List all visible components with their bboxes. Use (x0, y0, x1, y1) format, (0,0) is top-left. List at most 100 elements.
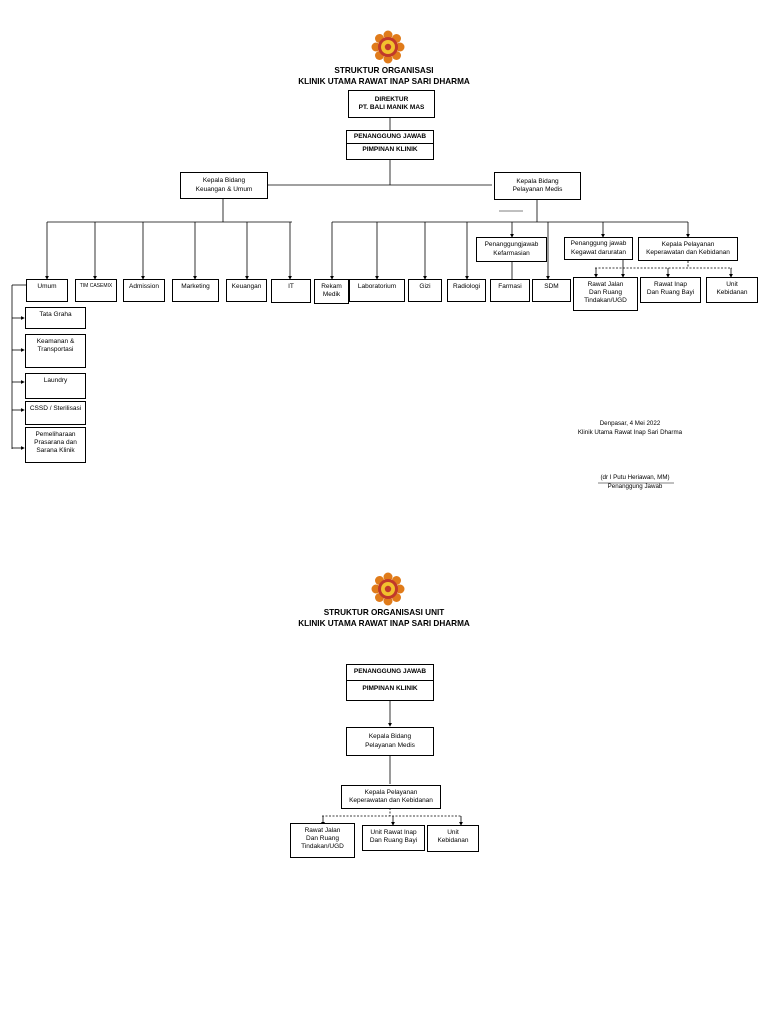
unit2-kebidanan-line1: Unit (447, 829, 459, 836)
unit-radiologi: Radiologi (447, 279, 486, 302)
clinic-logo (371, 30, 405, 64)
unit2-kebidanan: Unit Kebidanan (427, 825, 479, 852)
title-line-2: KLINIK UTAMA RAWAT INAP SARI DHARMA (298, 76, 470, 86)
rawat-jalan-line1: Rawat Jalan (587, 281, 624, 288)
unit2-rawat-inap-line1: Unit Rawat Inap (370, 829, 417, 836)
unit-kabid-line2: Pelayanan Medis (365, 741, 415, 749)
tata-graha-label: Tata Graha (39, 311, 72, 318)
pj-kegawat-line1: Penanggung jawab (570, 240, 627, 248)
unit-admission-label: Admission (129, 283, 159, 290)
unit-it-label: IT (288, 283, 294, 290)
kabid-pelayanan-line1: Kepala Bidang (516, 177, 559, 185)
unit-gizi: Gizi (408, 279, 442, 302)
keamanan-line2: Transportasi (37, 346, 74, 354)
unit-umum: Umum (26, 279, 68, 302)
kabid-keuangan-line1: Kepala Bidang (202, 177, 246, 185)
unit-kebidanan: Unit Kebidanan (706, 277, 758, 303)
pemeliharaan-line3: Sarana Klinik (36, 447, 75, 455)
keamanan-line1: Keamanan & (36, 338, 75, 345)
laundry-label: Laundry (43, 377, 68, 384)
clinic-logo-unit (371, 572, 405, 606)
unit-tim-casemix-label: TIM CASEMIX (79, 283, 113, 289)
unit-laboratorium: Laboratorium (349, 279, 405, 302)
unit-rawat-inap: Rawat Inap Dan Ruang Bayi (640, 277, 701, 303)
sub-laundry: Laundry (25, 373, 86, 399)
unit-keuangan-label: Keuangan (231, 283, 262, 290)
rawat-inap-line2: Dan Ruang Bayi (646, 289, 695, 297)
unit-laboratorium-label: Laboratorium (357, 283, 397, 290)
unit-sdm: SDM (532, 279, 571, 302)
unit2-rawat-jalan-line1: Rawat Jalan (304, 827, 341, 834)
unit2-rawat-jalan-line3: Tindakan/UGD (301, 843, 344, 851)
pj-kegawat-line2: Kegawat daruratan (571, 248, 626, 256)
kabid-keuangan-box: Kepala Bidang Keuangan & Umum (180, 172, 268, 199)
unit-keuangan: Keuangan (226, 279, 267, 302)
signature-block: Denpasar, 4 Mei 2022 Klinik Utama Rawat … (560, 420, 700, 438)
unit-sdm-label: SDM (544, 283, 559, 290)
unit-tim-casemix: TIM CASEMIX (75, 279, 117, 302)
kepala-pelayanan-line2: Keperawatan dan Kebidanan (646, 249, 730, 256)
unit-kabid-box: Kepala Bidang Pelayanan Medis (346, 727, 434, 756)
kepala-pelayanan-box: Kepala Pelayanan Keperawatan dan Kebidan… (638, 237, 738, 261)
kepala-pelayanan-line1: Kepala Pelayanan (661, 240, 715, 248)
direktur-box: DIREKTUR PT. BALI MANIK MAS (348, 90, 435, 118)
signature-date: Denpasar, 4 Mei 2022 (599, 420, 661, 427)
unit-page-title: STRUKTUR ORGANISASI UNIT KLINIK UTAMA RA… (0, 608, 768, 629)
rawat-jalan-line2: Dan Ruang (589, 289, 622, 297)
unit-title-line-1: STRUKTUR ORGANISASI UNIT (323, 608, 445, 617)
unit-kebidanan-line2: Kebidanan (716, 289, 748, 297)
signature-org: Klinik Utama Rawat Inap Sari Dharma (577, 428, 683, 436)
direktur-label: DIREKTUR (374, 95, 409, 103)
sub-keamanan: Keamanan & Transportasi (25, 334, 86, 368)
kabid-pelayanan-line2: Pelayanan Medis (512, 186, 563, 193)
pemeliharaan-line1: Pemeliharaan (35, 431, 76, 438)
pj-kefarmasian-line1: Penanggungjawab (484, 241, 539, 249)
unit2-kebidanan-line2: Kebidanan (437, 837, 469, 845)
rawat-jalan-line3: Tindakan/UGD (584, 297, 627, 305)
sub-pemeliharaan: Pemeliharaan Prasarana dan Sarana Klinik (25, 427, 86, 463)
unit-penanggung-jawab-box: PENANGGUNG JAWAB PIMPINAN KLINIK (346, 664, 434, 701)
unit-farmasi: Farmasi (490, 279, 530, 302)
sub-cssd: CSSD / Sterilisasi (25, 401, 86, 425)
unit-kepala-pelayanan-line1: Kepala Pelayanan (364, 788, 418, 796)
unit-kepala-pelayanan-box: Kepala Pelayanan Keperawatan dan Kebidan… (341, 785, 441, 809)
unit2-rawat-jalan: Rawat Jalan Dan Ruang Tindakan/UGD (290, 823, 355, 858)
signature-role: Penanggung Jawab (607, 482, 663, 490)
unit-it: IT (271, 279, 311, 303)
rekam-medik-line2: Medik (322, 291, 341, 299)
signature-name-block: (dr I Putu Heriawan, MM) Penanggung Jawa… (580, 474, 690, 492)
unit-rekam-medik: Rekam Medik (314, 279, 349, 304)
pj-kefarmasian-box: Penanggungjawab Kefarmasian (476, 237, 547, 262)
unit-kepala-pelayanan-line2: Keperawatan dan Kebidanan (349, 797, 433, 804)
pj-sub: PIMPINAN KLINIK (362, 146, 418, 154)
unit-gizi-label: Gizi (419, 283, 431, 290)
unit-admission: Admission (123, 279, 165, 302)
page-title: STRUKTUR ORGANISASI KLINIK UTAMA RAWAT I… (0, 66, 768, 87)
unit2-rawat-inap: Unit Rawat Inap Dan Ruang Bayi (362, 825, 425, 851)
direktur-company: PT. BALI MANIK MAS (358, 104, 425, 111)
pemeliharaan-line2: Prasarana dan (34, 439, 77, 447)
rekam-medik-line1: Rekam (321, 283, 342, 290)
unit-title-line-2: KLINIK UTAMA RAWAT INAP SARI DHARMA (298, 618, 470, 628)
unit-umum-label: Umum (37, 283, 57, 290)
unit-kebidanan-line1: Unit (726, 281, 738, 288)
kabid-keuangan-line2: Keuangan & Umum (195, 185, 253, 193)
penanggung-jawab-box: PENANGGUNG JAWAB PIMPINAN KLINIK (346, 130, 434, 160)
pj-label: PENANGGUNG JAWAB (347, 131, 433, 145)
unit-marketing: Marketing (172, 279, 219, 302)
unit-kabid-line1: Kepala Bidang (368, 733, 412, 741)
unit-rawat-jalan: Rawat Jalan Dan Ruang Tindakan/UGD (573, 277, 638, 311)
unit-pj-sub: PIMPINAN KLINIK (362, 685, 418, 693)
kabid-pelayanan-box: Kepala Bidang Pelayanan Medis (494, 172, 581, 200)
title-line-1: STRUKTUR ORGANISASI (334, 66, 434, 75)
pj-kefarmasian-line2: Kefarmasian (493, 249, 530, 257)
pj-kegawat-box: Penanggung jawab Kegawat daruratan (564, 237, 633, 260)
unit-pj-label: PENANGGUNG JAWAB (347, 665, 433, 682)
rawat-inap-line1: Rawat Inap (654, 281, 687, 288)
unit2-rawat-jalan-line2: Dan Ruang (306, 835, 339, 843)
cssd-label: CSSD / Sterilisasi (29, 405, 82, 412)
signature-name: (dr I Putu Heriawan, MM) (600, 474, 670, 481)
unit-radiologi-label: Radiologi (452, 283, 481, 290)
unit-marketing-label: Marketing (181, 283, 210, 290)
